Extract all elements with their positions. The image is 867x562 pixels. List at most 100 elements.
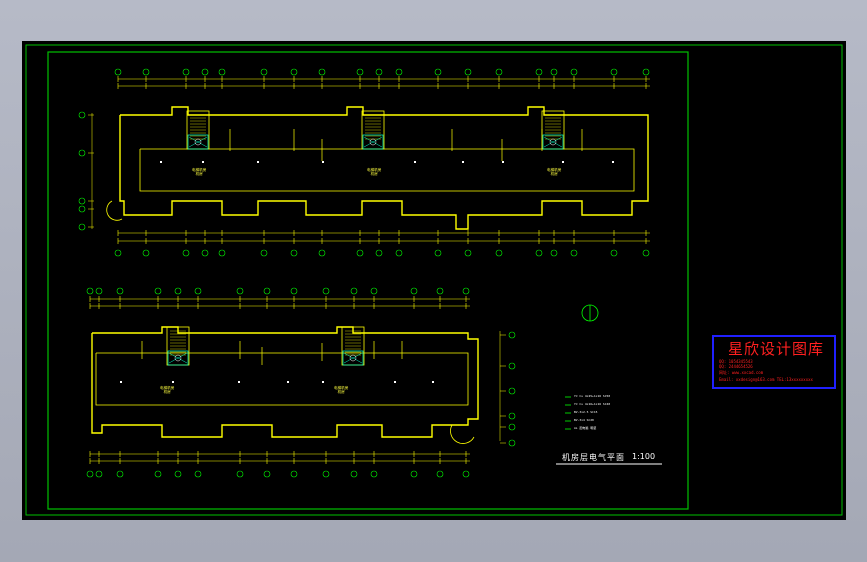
axis-bubble-bottom <box>95 470 103 478</box>
axis-bubble-top <box>570 68 578 76</box>
axis-bubble-top <box>350 287 358 295</box>
axis-bubble-side <box>78 205 86 213</box>
room-sublabel: 机房 <box>370 171 378 176</box>
axis-bubble-bottom <box>464 249 472 257</box>
axis-bubble-bottom <box>194 470 202 478</box>
axis-bubble-top <box>290 68 298 76</box>
axis-bubble-bottom <box>495 249 503 257</box>
light-fixture-icon <box>562 161 564 163</box>
room-tag: 电梯机房机房 <box>192 168 207 176</box>
watermark-line: 网址: www.xxcad.com <box>719 370 764 375</box>
fixture-icon <box>369 138 377 146</box>
light-fixture-icon <box>432 381 434 383</box>
axis-bubble-top <box>142 68 150 76</box>
light-fixture-icon <box>612 161 614 163</box>
building-outline <box>91 326 479 438</box>
axis-bubble-top <box>95 287 103 295</box>
axis-bubble-side <box>508 387 516 395</box>
axis-bubble-top <box>182 68 190 76</box>
wiring-line <box>188 136 208 148</box>
axis-bubble-bottom <box>263 470 271 478</box>
axis-bubble-top <box>436 287 444 295</box>
drawing-title: 机房层电气平面 <box>562 453 625 462</box>
axis-bubble-top <box>201 68 209 76</box>
note-line: YJ Cu 4x16+1x16 SC40 <box>574 402 611 406</box>
axis-bubble-top <box>642 68 650 76</box>
watermark-line: QQ: 2444654526 <box>719 364 753 369</box>
machine-room <box>342 350 364 366</box>
axis-bubble-bottom <box>410 470 418 478</box>
outer-frame <box>25 44 843 516</box>
plan-lower <box>86 287 516 478</box>
axis-bubble-top <box>116 287 124 295</box>
axis-bubble-side <box>508 331 516 339</box>
axis-bubble-bottom <box>436 470 444 478</box>
axis-bubble-bottom <box>116 470 124 478</box>
wiring-line <box>168 352 188 364</box>
machine-room <box>362 134 384 150</box>
axis-bubble-side <box>78 149 86 157</box>
room-label: 电梯机房 <box>192 168 207 172</box>
axis-bubble-bottom <box>570 249 578 257</box>
bay-window-arc <box>106 200 123 221</box>
note-line: YJ Cu 4x25+1x16 SC50 <box>574 394 611 398</box>
axis-bubble-side <box>508 412 516 420</box>
axis-bubble-bottom <box>322 470 330 478</box>
axis-bubble-bottom <box>535 249 543 257</box>
note-line: BV-3x4 SC20 <box>574 418 594 422</box>
axis-bubble-bottom <box>290 470 298 478</box>
watermark-line: Email: xxdesign@163.com TEL:13xxxxxxxxx <box>719 377 813 382</box>
corridor-outline <box>139 148 635 192</box>
axis-bubble-bottom <box>86 470 94 478</box>
axis-bubble-top <box>290 287 298 295</box>
axis-bubble-bottom <box>201 249 209 257</box>
axis-bubble-bottom <box>290 249 298 257</box>
light-fixture-icon <box>257 161 259 163</box>
axis-bubble-top <box>194 287 202 295</box>
light-fixture-icon <box>322 161 324 163</box>
axis-bubble-bottom <box>174 470 182 478</box>
light-fixture-icon <box>287 381 289 383</box>
fixture-icon <box>174 354 182 362</box>
axis-bubble-top <box>356 68 364 76</box>
axis-bubble-bottom <box>356 249 364 257</box>
axis-bubble-top <box>410 287 418 295</box>
machine-room <box>542 134 564 150</box>
floor-plan-drawing <box>25 44 843 516</box>
fixture-icon <box>194 138 202 146</box>
axis-bubble-bottom <box>434 249 442 257</box>
room-sublabel: 机房 <box>550 171 558 176</box>
axis-bubble-top <box>174 287 182 295</box>
axis-bubble-top <box>318 68 326 76</box>
axis-bubble-top <box>154 287 162 295</box>
note-line: BV-3x2.5 SC15 <box>574 410 598 414</box>
wiring-line <box>543 136 563 148</box>
room-tag: 电梯机房机房 <box>547 168 562 176</box>
plan-upper <box>78 68 650 257</box>
axis-bubble-bottom <box>610 249 618 257</box>
room-label: 电梯机房 <box>547 168 562 172</box>
light-fixture-icon <box>502 161 504 163</box>
axis-bubble-bottom <box>182 249 190 257</box>
room-sublabel: 机房 <box>195 171 203 176</box>
axis-bubble-bottom <box>370 470 378 478</box>
room-tag: 电梯机房机房 <box>160 386 174 394</box>
axis-bubble-top <box>236 287 244 295</box>
machine-room <box>167 350 189 366</box>
fixture-icon <box>349 354 357 362</box>
light-fixture-icon <box>202 161 204 163</box>
watermark-title: 星欣设计图库 <box>728 340 825 358</box>
axis-bubble-top <box>434 68 442 76</box>
fixture-icon <box>549 138 557 146</box>
axis-bubble-top <box>322 287 330 295</box>
legend-block <box>565 396 571 430</box>
axis-bubble-top <box>263 287 271 295</box>
axis-bubble-top <box>550 68 558 76</box>
axis-bubble-top <box>86 287 94 295</box>
axis-bubble-bottom <box>260 249 268 257</box>
axis-bubble-side <box>508 362 516 370</box>
axis-bubble-top <box>370 287 378 295</box>
light-fixture-icon <box>322 381 324 383</box>
axis-bubble-bottom <box>642 249 650 257</box>
